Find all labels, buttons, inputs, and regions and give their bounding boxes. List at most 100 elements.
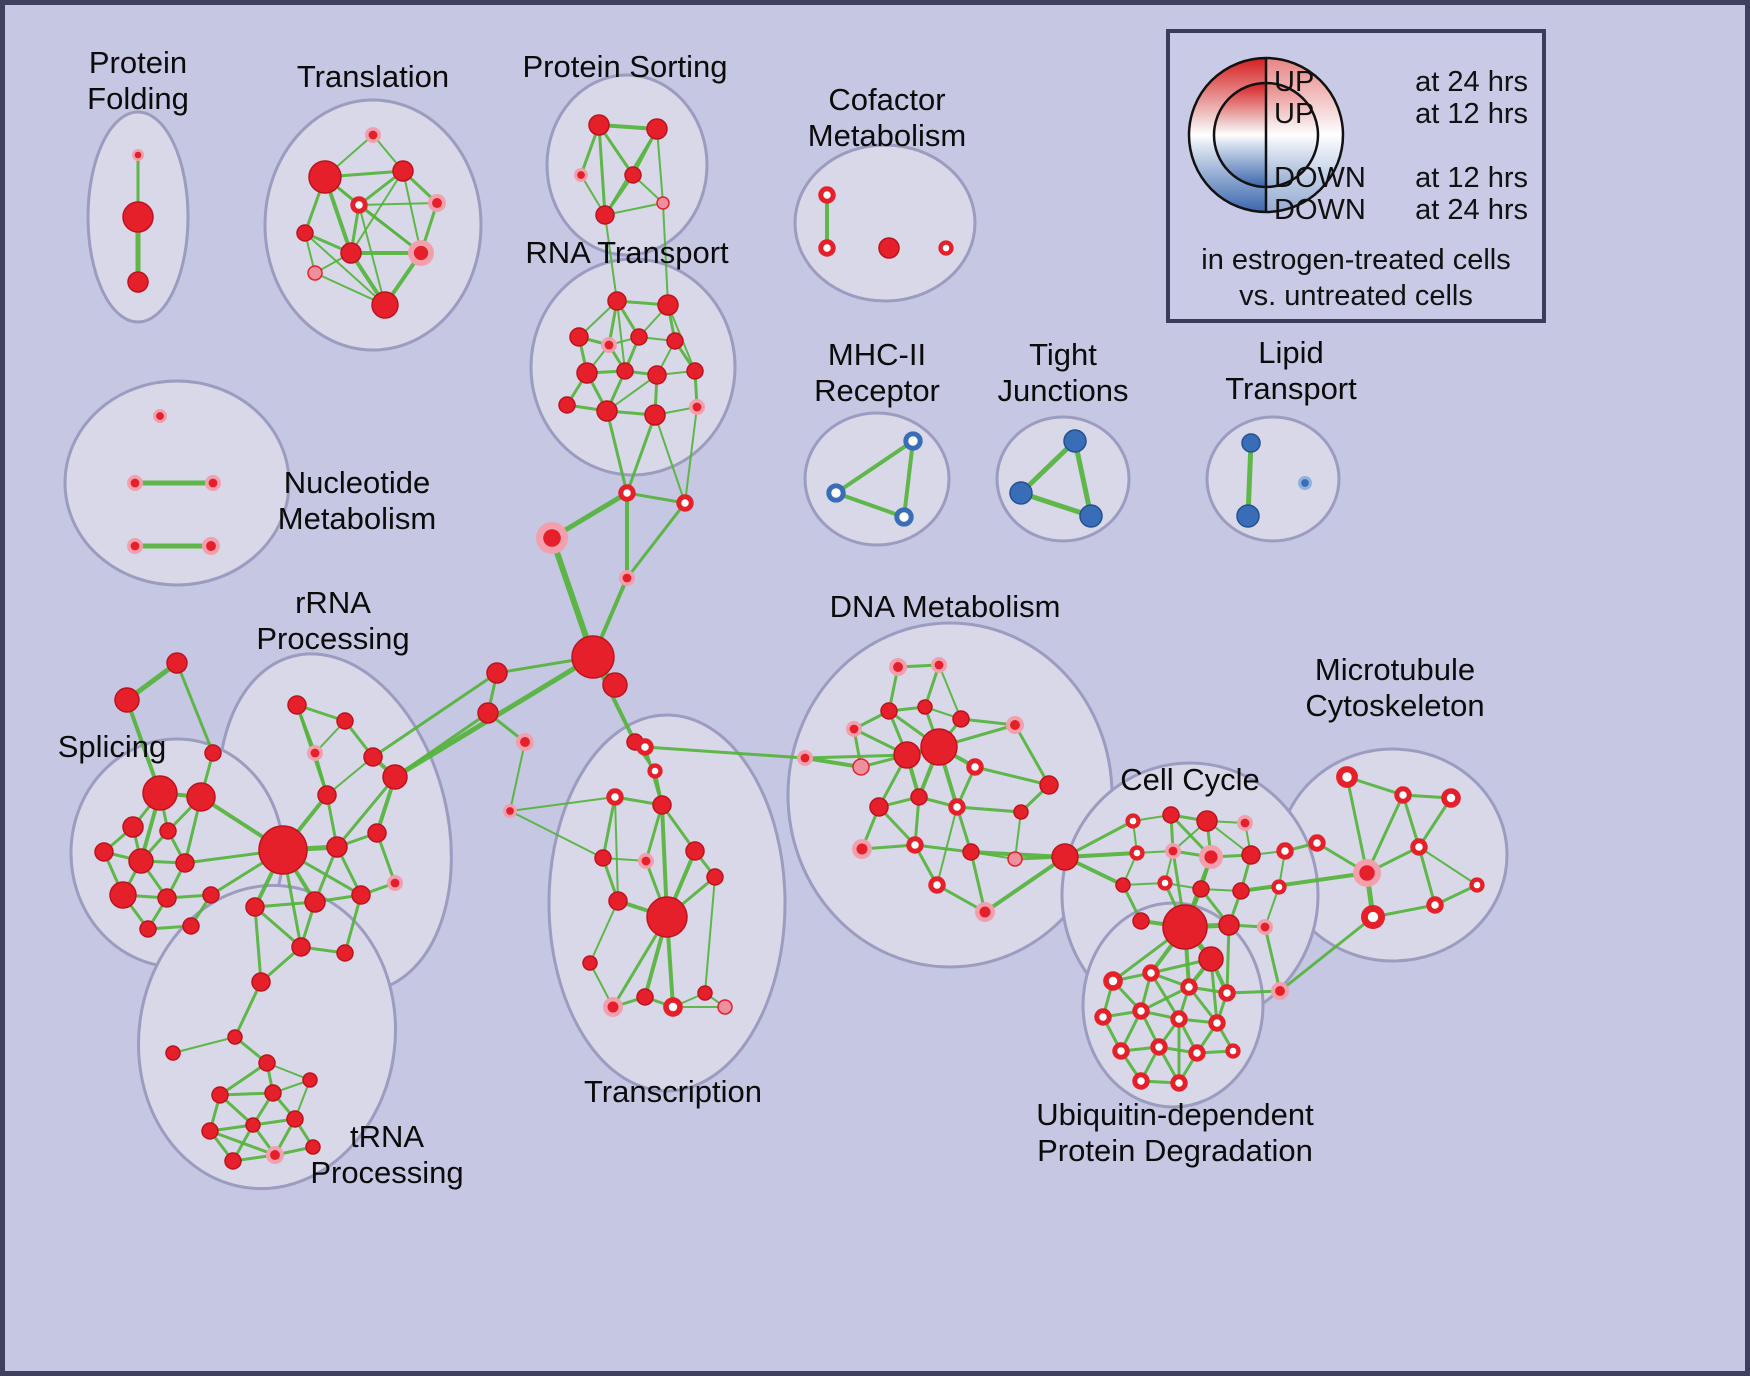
- node-dm11: [966, 758, 984, 776]
- edge: [601, 795, 617, 860]
- edge: [304, 232, 386, 306]
- edge: [371, 671, 499, 759]
- node-nm2: [127, 475, 143, 491]
- node-nm3: [205, 475, 221, 491]
- node-tj3: [1079, 504, 1103, 528]
- node-x4: [619, 570, 635, 586]
- node-cc2: [1162, 806, 1180, 824]
- edge: [1278, 915, 1375, 993]
- node-tc5: [594, 849, 612, 867]
- node-dm2: [931, 657, 947, 673]
- node-tc10: [582, 955, 598, 971]
- node-mt2: [1394, 786, 1412, 804]
- cluster-ellipse-trna-processing: [136, 883, 398, 1191]
- node-cc7: [1199, 845, 1223, 869]
- edge: [969, 850, 987, 914]
- node-cc10: [1115, 877, 1131, 893]
- node-sp8: [94, 842, 114, 862]
- node-dm7: [1006, 716, 1024, 734]
- edge: [936, 806, 958, 886]
- node-cm4: [938, 240, 954, 256]
- node-tr5: [428, 194, 446, 212]
- node-sp13: [202, 886, 220, 904]
- edge: [913, 843, 973, 854]
- edge: [1014, 811, 1022, 860]
- node-tc8: [646, 896, 688, 938]
- node-mh2: [826, 483, 846, 503]
- node-rt5: [630, 328, 648, 346]
- edge: [662, 202, 669, 306]
- node-tc12: [697, 985, 713, 1001]
- legend-row-down12-direction: DOWN: [1274, 162, 1366, 194]
- node-rt9: [647, 365, 667, 385]
- node-tr8: [408, 240, 434, 266]
- node-ub1: [1103, 971, 1123, 991]
- edge: [656, 128, 664, 204]
- cluster-ellipse-cofactor-metabolism: [793, 143, 977, 303]
- node-dm4: [880, 702, 898, 720]
- node-tn9: [286, 1110, 304, 1128]
- node-sp2: [114, 687, 140, 713]
- node-rr4: [363, 747, 383, 767]
- cluster-ellipse-rna-transport: [529, 257, 737, 477]
- node-ub10: [1150, 1038, 1168, 1056]
- legend-row-down24-time: at 24 hrs: [1415, 194, 1528, 226]
- node-rt8: [616, 362, 634, 380]
- node-lt2: [1236, 504, 1260, 528]
- node-mt1: [1336, 766, 1358, 788]
- node-x3: [536, 522, 568, 554]
- edge: [1245, 440, 1254, 519]
- node-nm1: [153, 409, 167, 423]
- node-tr9: [307, 265, 323, 281]
- node-mt6: [1410, 838, 1428, 856]
- legend-note-line1: in estrogen-treated cells: [1201, 244, 1511, 276]
- legend-box: UP at 24 hrs UP at 12 hrs DOWN at 12 hrs…: [1166, 29, 1546, 323]
- node-rt14: [689, 399, 705, 415]
- node-pf3: [127, 271, 149, 293]
- node-nm5: [202, 537, 220, 555]
- node-rr5: [382, 764, 408, 790]
- cluster-ellipse-tight-junctions: [995, 415, 1131, 543]
- node-rt3: [569, 327, 589, 347]
- legend-row-up24-time: at 24 hrs: [1415, 66, 1528, 98]
- node-x12: [797, 750, 813, 766]
- node-ub4: [1218, 984, 1236, 1002]
- node-dm10: [920, 728, 958, 766]
- legend-row-up24-direction: UP: [1274, 66, 1314, 98]
- edge: [218, 1061, 269, 1097]
- node-ub14: [1170, 1074, 1188, 1092]
- node-dm1: [889, 658, 907, 676]
- node-rr11: [304, 891, 326, 913]
- edge: [834, 491, 906, 519]
- edge: [343, 893, 363, 955]
- legend-note-line2: vs. untreated cells: [1239, 280, 1473, 313]
- node-cc11: [1157, 875, 1173, 891]
- node-cm3: [878, 237, 900, 259]
- edge: [959, 717, 1017, 727]
- node-cm1: [818, 186, 836, 204]
- edge: [955, 805, 1023, 814]
- node-ub0: [1198, 946, 1224, 972]
- node-mh3: [894, 507, 914, 527]
- node-cm2: [818, 239, 836, 257]
- legend-row-up12-direction: UP: [1274, 98, 1314, 130]
- node-tc7: [608, 891, 628, 911]
- node-rt13: [644, 404, 666, 426]
- node-x9: [516, 733, 534, 751]
- node-dm12: [1039, 775, 1059, 795]
- node-rr12: [351, 885, 371, 905]
- node-x5: [571, 635, 615, 679]
- edge: [253, 905, 263, 984]
- edge: [983, 855, 1067, 914]
- node-ps6: [656, 196, 670, 210]
- node-mt9: [1469, 877, 1485, 893]
- node-rt6: [666, 332, 684, 350]
- node-rr10: [245, 897, 265, 917]
- node-tr3: [392, 160, 414, 182]
- edge: [1149, 971, 1181, 1021]
- node-tj1: [1063, 429, 1087, 453]
